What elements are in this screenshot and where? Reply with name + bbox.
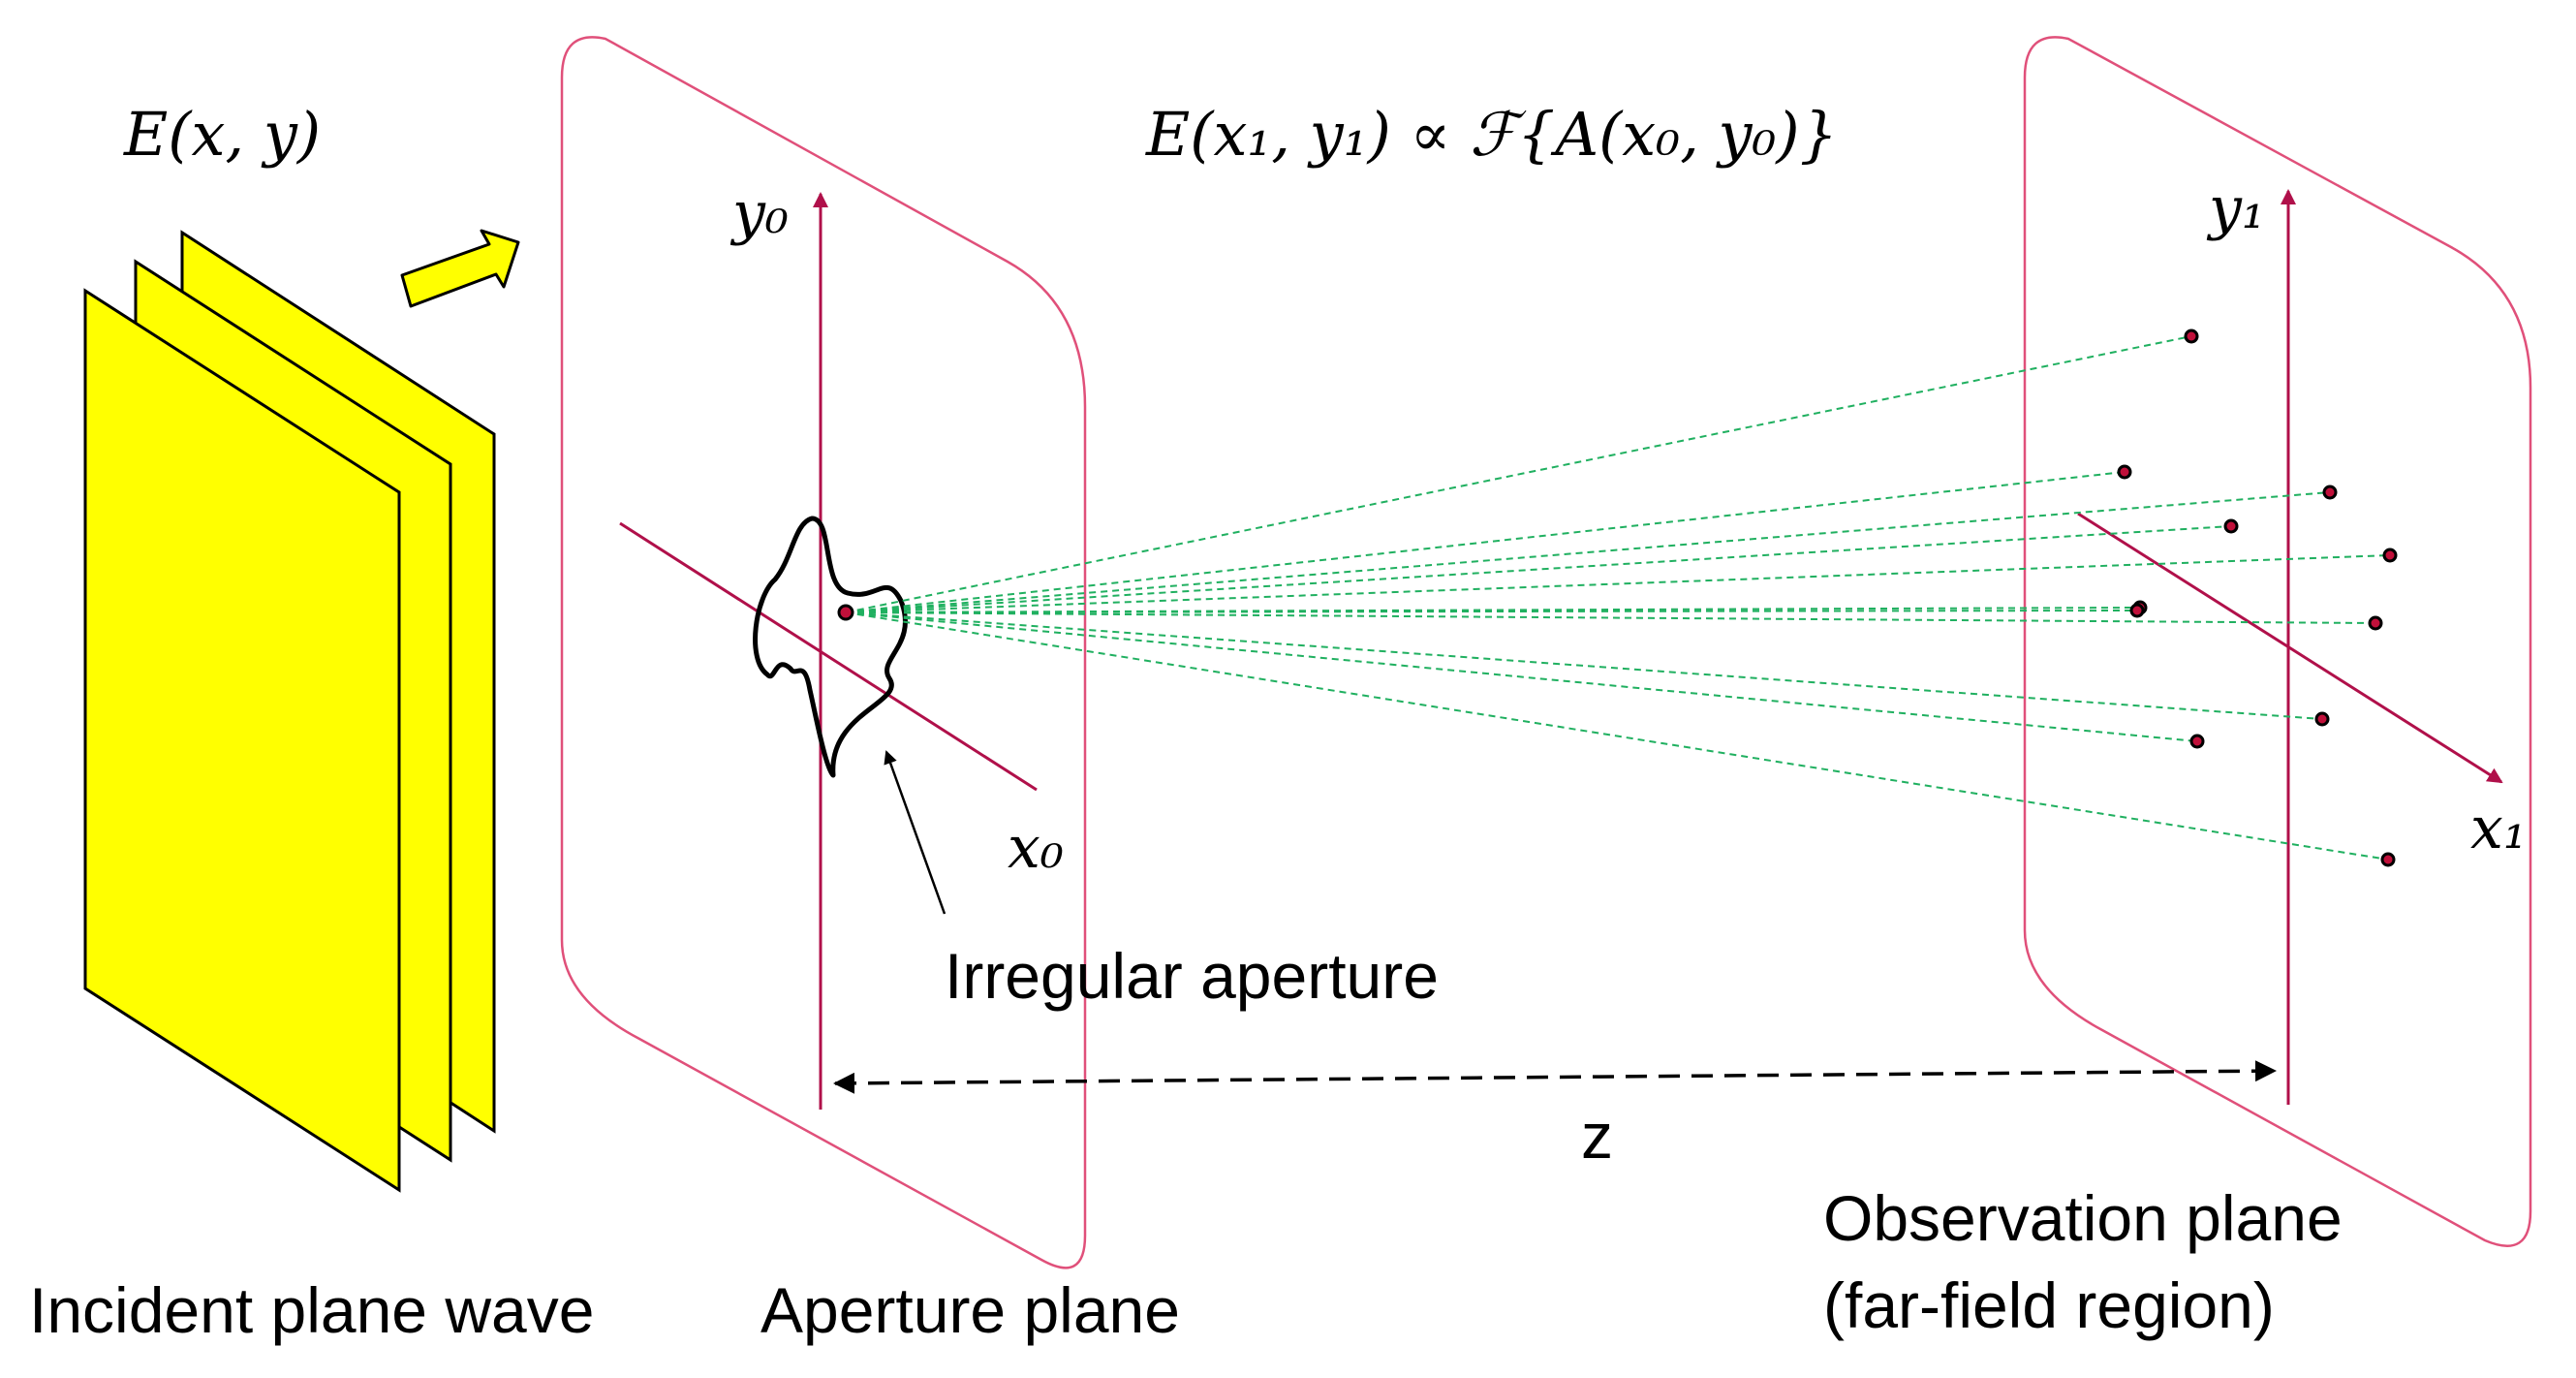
far-field-point [2314,711,2330,727]
ray-line [845,611,2376,624]
propagation-arrow-icon [400,229,520,308]
ray-line [845,611,2389,861]
far-field-point [2322,485,2338,500]
incident-wave-sheets [83,230,496,1193]
aperture-y-axis-label: y₀ [729,179,789,247]
irregular-aperture-label: Irregular aperture [945,940,1439,1012]
far-field-point [2129,603,2145,618]
ray-line [845,554,2391,613]
ray-line [845,611,2323,720]
diffraction-rays [845,335,2391,861]
far-field-point [2184,329,2199,344]
far-field-point [2223,518,2239,534]
far-field-point [2117,464,2132,480]
far-field-point [2189,734,2205,749]
far-field-point [2380,852,2396,867]
observation-x-axis [2077,512,2503,784]
far-field-relation-formula: E(x₁, y₁) ∝ ℱ{A(x₀, y₀)} [1145,99,1838,170]
aperture-source-point [837,604,854,621]
far-field-points [2117,329,2398,867]
observation-plane-label-line2: (far-field region) [1823,1269,2275,1341]
distance-label: z [1581,1100,1613,1172]
aperture-plane-outline [560,36,1087,1269]
wave-sheet-front [83,288,401,1193]
irregular-aperture-shape [753,516,908,778]
incident-wave-label: Incident plane wave [29,1274,594,1346]
observation-x-axis-label: x₁ [2470,795,2527,862]
ray-line [845,335,2192,613]
ray-line [845,611,2198,742]
ray-line [845,607,2141,613]
aperture-plane-label: Aperture plane [760,1274,1180,1346]
aperture-x-axis [619,521,1038,792]
far-field-point [2368,615,2383,631]
observation-plane-label-line1: Observation plane [1823,1182,2343,1254]
ray-line [845,491,2331,613]
ray-line [845,471,2126,613]
observation-y-axis-label: y₁ [2206,174,2265,242]
far-field-point [2382,548,2398,563]
incident-field-formula: E(x, y) [123,99,321,170]
aperture-x-axis-label: x₀ [1008,814,1064,882]
ray-line [845,525,2232,613]
aperture-pointer-arrow [884,750,947,915]
ray-line [845,610,2138,613]
observation-plane-outline [2023,36,2532,1247]
distance-arrow [833,1060,2277,1094]
